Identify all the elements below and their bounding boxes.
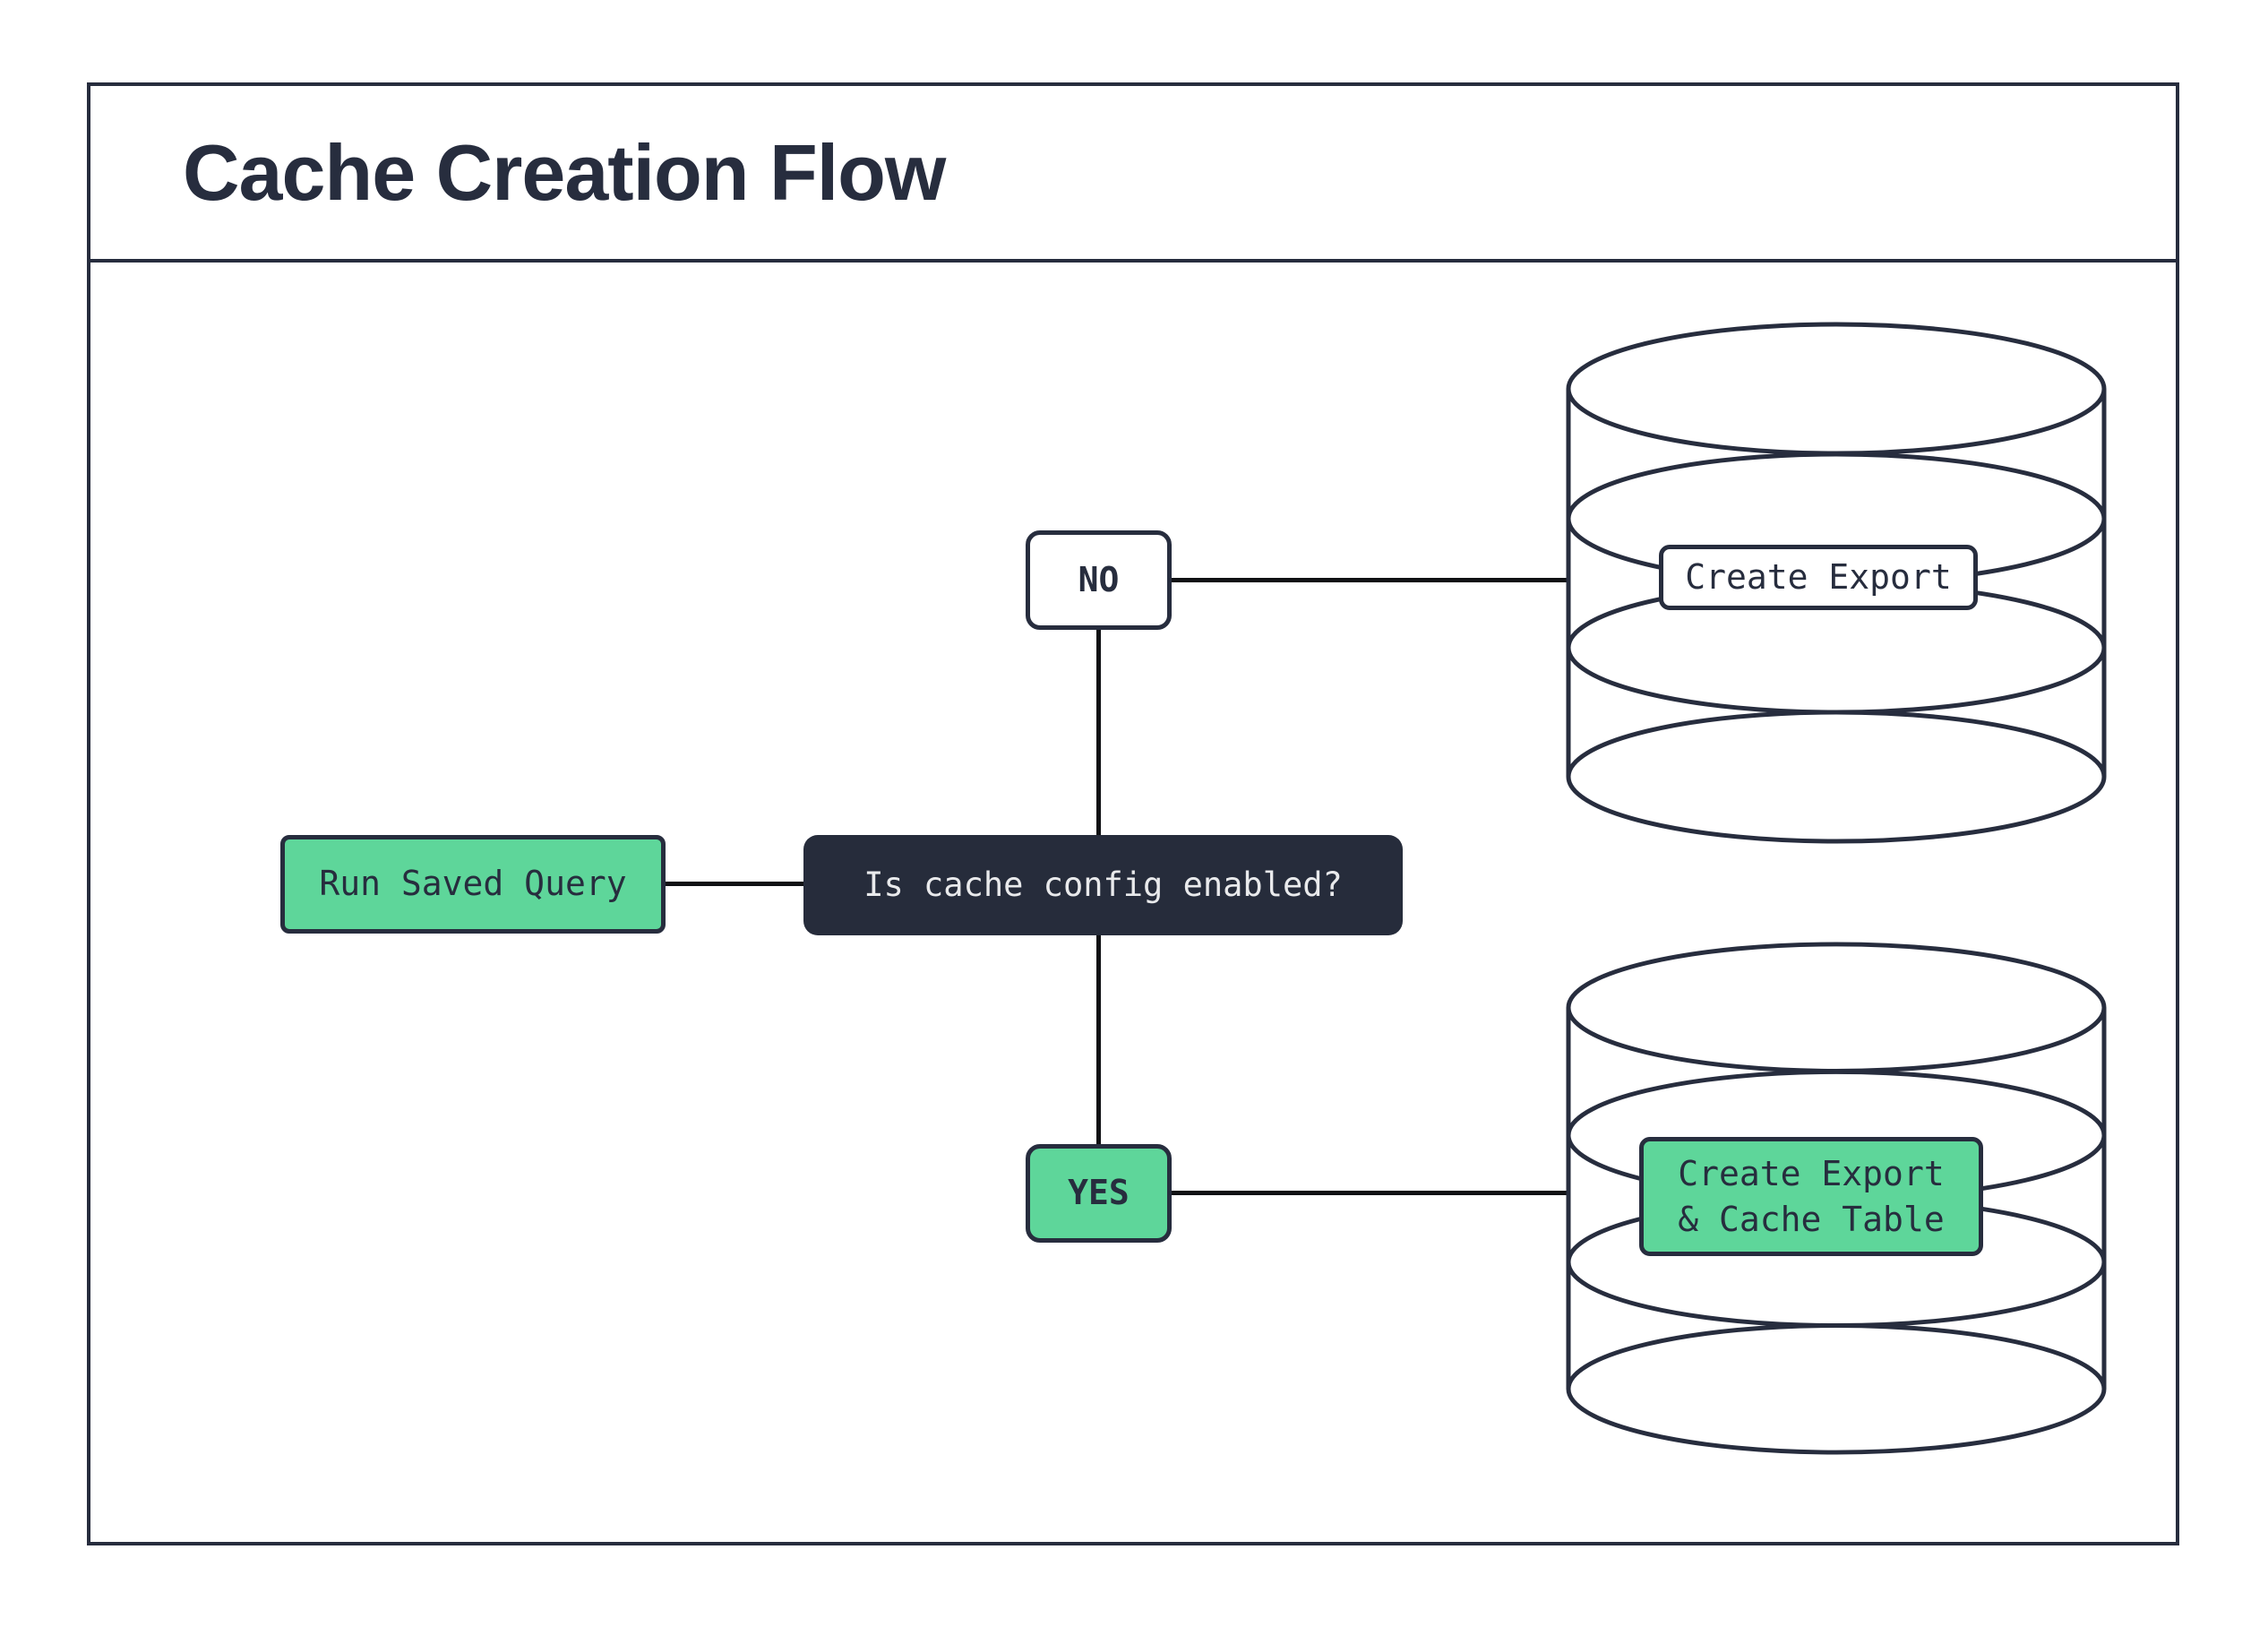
label-create-export-cache-line2: & Cache Table xyxy=(1678,1199,1945,1239)
label-create-export-text: Create Export xyxy=(1685,557,1952,598)
node-branch-yes: YES xyxy=(1026,1144,1172,1243)
label-create-export: Create Export xyxy=(1659,545,1978,610)
node-run-saved-query: Run Saved Query xyxy=(280,835,666,934)
node-branch-no-label: NO xyxy=(1078,559,1120,599)
node-decision-cache-config: Is cache config enabled? xyxy=(803,835,1403,935)
connector-decision-to-no xyxy=(1096,630,1101,835)
connector-start-to-decision xyxy=(665,882,803,886)
label-create-export-cache-line1: Create Export xyxy=(1678,1153,1945,1193)
node-run-saved-query-label: Run Saved Query xyxy=(319,864,627,904)
diagram-frame: Cache Creation Flow xyxy=(87,82,2179,1545)
node-branch-yes-label: YES xyxy=(1068,1173,1130,1213)
node-branch-no: NO xyxy=(1026,530,1172,630)
title-bar: Cache Creation Flow xyxy=(90,86,2176,263)
connector-yes-to-database xyxy=(1172,1191,1569,1195)
page-title: Cache Creation Flow xyxy=(183,127,946,217)
connector-decision-to-yes xyxy=(1096,935,1101,1144)
node-decision-label: Is cache config enabled? xyxy=(863,865,1343,904)
label-create-export-cache-table: Create Export & Cache Table xyxy=(1639,1137,1983,1256)
connector-no-to-database xyxy=(1171,578,1569,582)
